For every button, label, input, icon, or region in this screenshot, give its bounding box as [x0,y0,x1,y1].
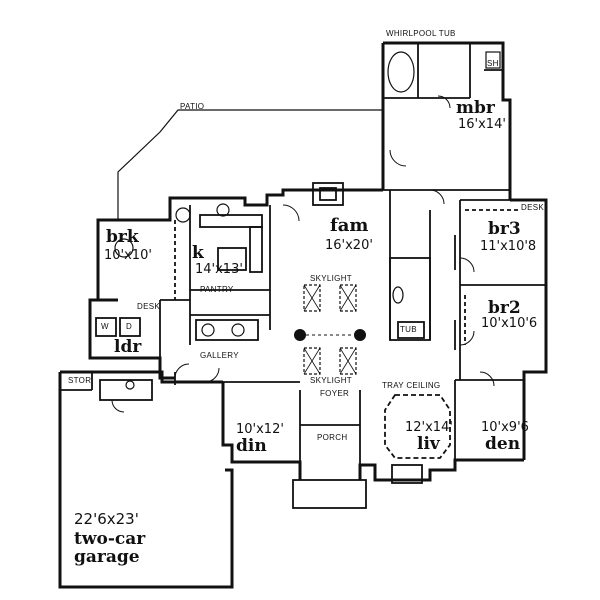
living-room-name: liv [417,434,440,454]
den-name: den [485,434,521,454]
skylights [303,284,357,375]
whirlpool-tub-label: WHIRLPOOL TUB [386,29,456,38]
skylight-crosses [303,284,357,375]
bedroom-2-name: br2 [488,298,521,318]
breakfast-room-name: brk [106,227,139,247]
garage-dimensions: 22'6x23' [74,510,139,528]
master-bedroom-dimensions: 16'x14' [458,117,506,132]
bedroom-3-dimensions: 11'x10'8 [480,239,537,254]
storage-label: STOR [68,376,92,385]
interior-walls [60,43,546,509]
living-room-dimensions: 12'x14' [405,420,453,435]
garage-name-line-1: two-car [74,529,146,549]
desk-left-label: DESK [137,302,160,311]
shower-label: SH [487,59,499,68]
tub-label: TUB [400,325,417,334]
family-room-name: fam [330,215,369,236]
master-bedroom-name: mbr [456,98,495,118]
kitchen-name: k [192,243,204,263]
dryer-label: D [126,322,133,331]
breakfast-room-dimensions: 10'x10' [104,248,152,263]
bedroom-2-dimensions: 10'x10'6 [481,316,538,331]
fixtures [114,51,501,390]
skylight-top-label: SKYLIGHT [310,274,352,283]
door-swings [111,95,495,413]
foyer-label: FOYER [320,389,350,398]
family-room-dimensions: 16'x20' [325,238,373,253]
kitchen-dimensions: 14'x13' [195,262,243,277]
skylight-bottom-label: SKYLIGHT [310,376,352,385]
patio-label: PATIO [180,102,205,111]
porch-label: PORCH [317,433,348,442]
columns [294,329,366,341]
gallery-label: GALLERY [200,351,239,360]
tray-ceiling-label: TRAY CEILING [382,381,441,390]
patio-outline [117,109,383,220]
washer-label: W [101,322,109,331]
desk-right-label: DESK [521,203,544,212]
laundry-room-name: ldr [114,337,142,357]
den-dimensions: 10'x9'6 [481,420,529,435]
dining-room-name: din [236,436,267,456]
bedroom-3-name: br3 [488,219,521,239]
garage-name-line-2: garage [74,547,140,567]
pantry-label: PANTRY [200,285,234,294]
dining-room-dimensions: 10'x12' [236,422,284,437]
